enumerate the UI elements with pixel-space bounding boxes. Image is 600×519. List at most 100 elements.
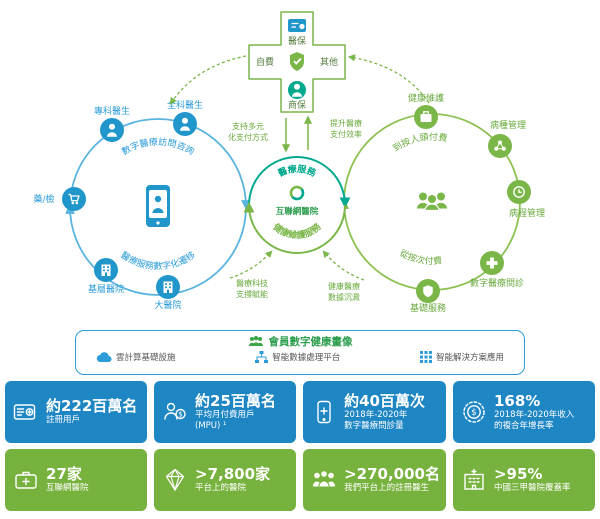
stat-card-revenue-cagr: $ 168% 2018年-2020年收入 的複合年增長率 [452,381,595,443]
stat-label: 註冊用戶 [46,415,81,426]
right-cycle-bottom-arc: 從按次付費 [398,247,443,267]
band-item-label: 智能數據處理平台 [272,353,341,363]
stat-card-registered-doctors: >270,000名 我們平台上的註冊醫生 [303,449,446,511]
node-general-doctor: 全科醫生 [167,99,203,136]
hub-notes: 支持多元 化支付方式 提升醫療 支付效率 醫療科技 支撐賦能 健康醫療 數據沉澱 [228,118,362,302]
stat-label: (MPU) ¹ [195,421,227,431]
center-hub: 醫療服務 健康維護服務 互聯網醫院 [243,156,351,254]
shield-icon [416,279,440,303]
cart-icon [62,187,86,211]
stat-label: 中國三甲醫院覆蓋率 [493,483,571,494]
connectors [169,54,430,281]
payment-cross: 醫保 自費 其他 商保 [248,11,346,113]
band-title-text: 會員數字健康畫像 [268,336,353,348]
stat-label: 2018年-2020年收入 [493,409,575,420]
molecule-icon [488,134,512,158]
node-label: 專科醫生 [94,105,130,117]
svg-text:支付效率: 支付效率 [330,129,362,139]
node-grassroots-hospital: 基層醫院 [88,258,124,295]
node-pharmacy-lab: 藥/檢 [33,187,86,211]
stat-value: 約25百萬名 [195,391,276,410]
stat-label: 平台上的醫院 [195,483,247,494]
node-health-maintenance: 健康維護 [408,92,444,129]
doctor-icon [173,112,197,136]
band-item-cloud-infrastructure: 雲計算基礎設施 [96,351,176,363]
shield-check-icon [290,52,304,71]
stat-label: 平均月付費用戶 [195,409,255,420]
stat-value: >7,800家 [195,465,271,484]
band-title: 會員數字健康畫像 [76,334,524,349]
stat-label: 2018年-2020年 [344,409,408,420]
member-profile-band: 會員數字健康畫像 雲計算基礎設施 智能數據處理平台 智能解決方 [75,330,525,375]
stat-card-consultations: 約40百萬次 2018年-2020年 數字醫療問診量 [303,381,446,443]
node-label: 藥/檢 [33,193,54,205]
medical-cross-icon [480,251,504,275]
left-cycle-bottom-arc: 醫療服務數字化遷移 [118,249,197,272]
stats-grid: 約222百萬名 註冊用戶 $ 約25百萬名 平均月付費用戶 (MPU) ¹ [5,381,595,511]
svg-text:數據沉澱: 數據沉澱 [328,292,360,302]
stat-value: 168% [493,391,541,410]
node-disease-course-management: 病程管理 [507,180,545,219]
people-icon [248,336,263,346]
right-cycle-top-arc: 到按人頭付費 [390,131,448,154]
node-specialist-doctor: 專科醫生 [94,105,130,142]
stat-label: 我們平台上的註冊醫生 [344,483,430,494]
note-payment-efficiency: 提升醫療 [330,118,362,128]
note-health-data: 健康醫療 [328,281,360,291]
stat-value: >270,000名 [344,465,440,484]
members-group-icon [417,192,447,212]
payment-left-label: 自費 [256,56,274,68]
stat-label: 數字醫療問診量 [344,421,404,431]
right-cycle: 到按人頭付費 從按次付費 健康維護 病種管理 病程管理 數字醫療問診 [339,92,545,314]
hub-label: 互聯網醫院 [276,206,319,217]
band-item-label: 智能解決方案應用 [435,353,504,363]
payment-right-label: 其他 [320,56,338,68]
band-item-data-platform: 智能數據處理平台 [255,351,340,363]
stat-value: 27家 [46,465,82,484]
briefcase-icon [414,105,438,129]
first-aid-kit-icon [12,467,40,493]
payment-top-label: 醫保 [288,35,306,47]
node-disease-type-management: 病種管理 [488,119,526,158]
internet-hospital-logo [289,185,305,201]
stat-label: 的複合年增長率 [493,421,554,431]
node-label: 基礎服務 [410,302,446,314]
stat-value: >95% [493,465,543,484]
stat-card-mpu: $ 約25百萬名 平均月付費用戶 (MPU) ¹ [154,381,297,443]
node-label: 病程管理 [509,207,545,219]
cloud-icon [96,351,112,362]
node-label: 基層醫院 [88,283,124,295]
svg-text:化支付方式: 化支付方式 [228,132,268,142]
data-platform-icon [255,351,269,363]
doctors-group-icon [310,467,338,493]
svg-text:$: $ [471,408,476,418]
svg-text:支撐賦能: 支撐賦能 [236,289,268,299]
node-label: 數字醫療問診 [470,277,524,289]
commercial-insurance-icon [288,81,306,99]
hospital-icon [460,467,488,493]
node-large-hospital: 大醫院 [154,275,182,311]
stat-card-internet-hospitals: 27家 互聯網醫院 [5,449,148,511]
medical-insurance-icon [288,19,306,32]
left-cycle-top-arc: 數字醫療訪問咨詢 [119,136,196,158]
paying-user-icon: $ [161,399,189,425]
diamond-network-icon [161,467,189,493]
revenue-growth-icon: $ [460,399,488,425]
stat-label: 互聯網醫院 [46,483,89,494]
note-medtech-enablement: 醫療科技 [236,278,268,288]
left-cycle: 數字醫療訪問咨詢 醫療服務數字化遷移 專科醫生 全科醫生 藥/檢 基層醫院 大 [33,99,251,311]
mobile-consult-icon [310,399,338,425]
stat-card-3a-coverage: >95% 中國三甲醫院覆蓋率 [452,449,595,511]
band-item-label: 雲計算基礎設施 [116,353,176,363]
band-item-smart-solutions: 智能解決方案應用 [419,351,504,363]
smartphone-icon [146,185,170,227]
node-label: 大醫院 [154,299,181,311]
hospital-building-icon [156,275,180,299]
doctor-icon [100,118,124,142]
ecosystem-diagram: 數字醫療訪問咨詢 醫療服務數字化遷移 專科醫生 全科醫生 藥/檢 基層醫院 大 [33,11,545,314]
clinic-building-icon [94,258,118,282]
stat-value: 約222百萬名 [46,397,138,416]
apps-grid-icon [419,351,432,363]
payment-bottom-label: 商保 [288,99,306,111]
